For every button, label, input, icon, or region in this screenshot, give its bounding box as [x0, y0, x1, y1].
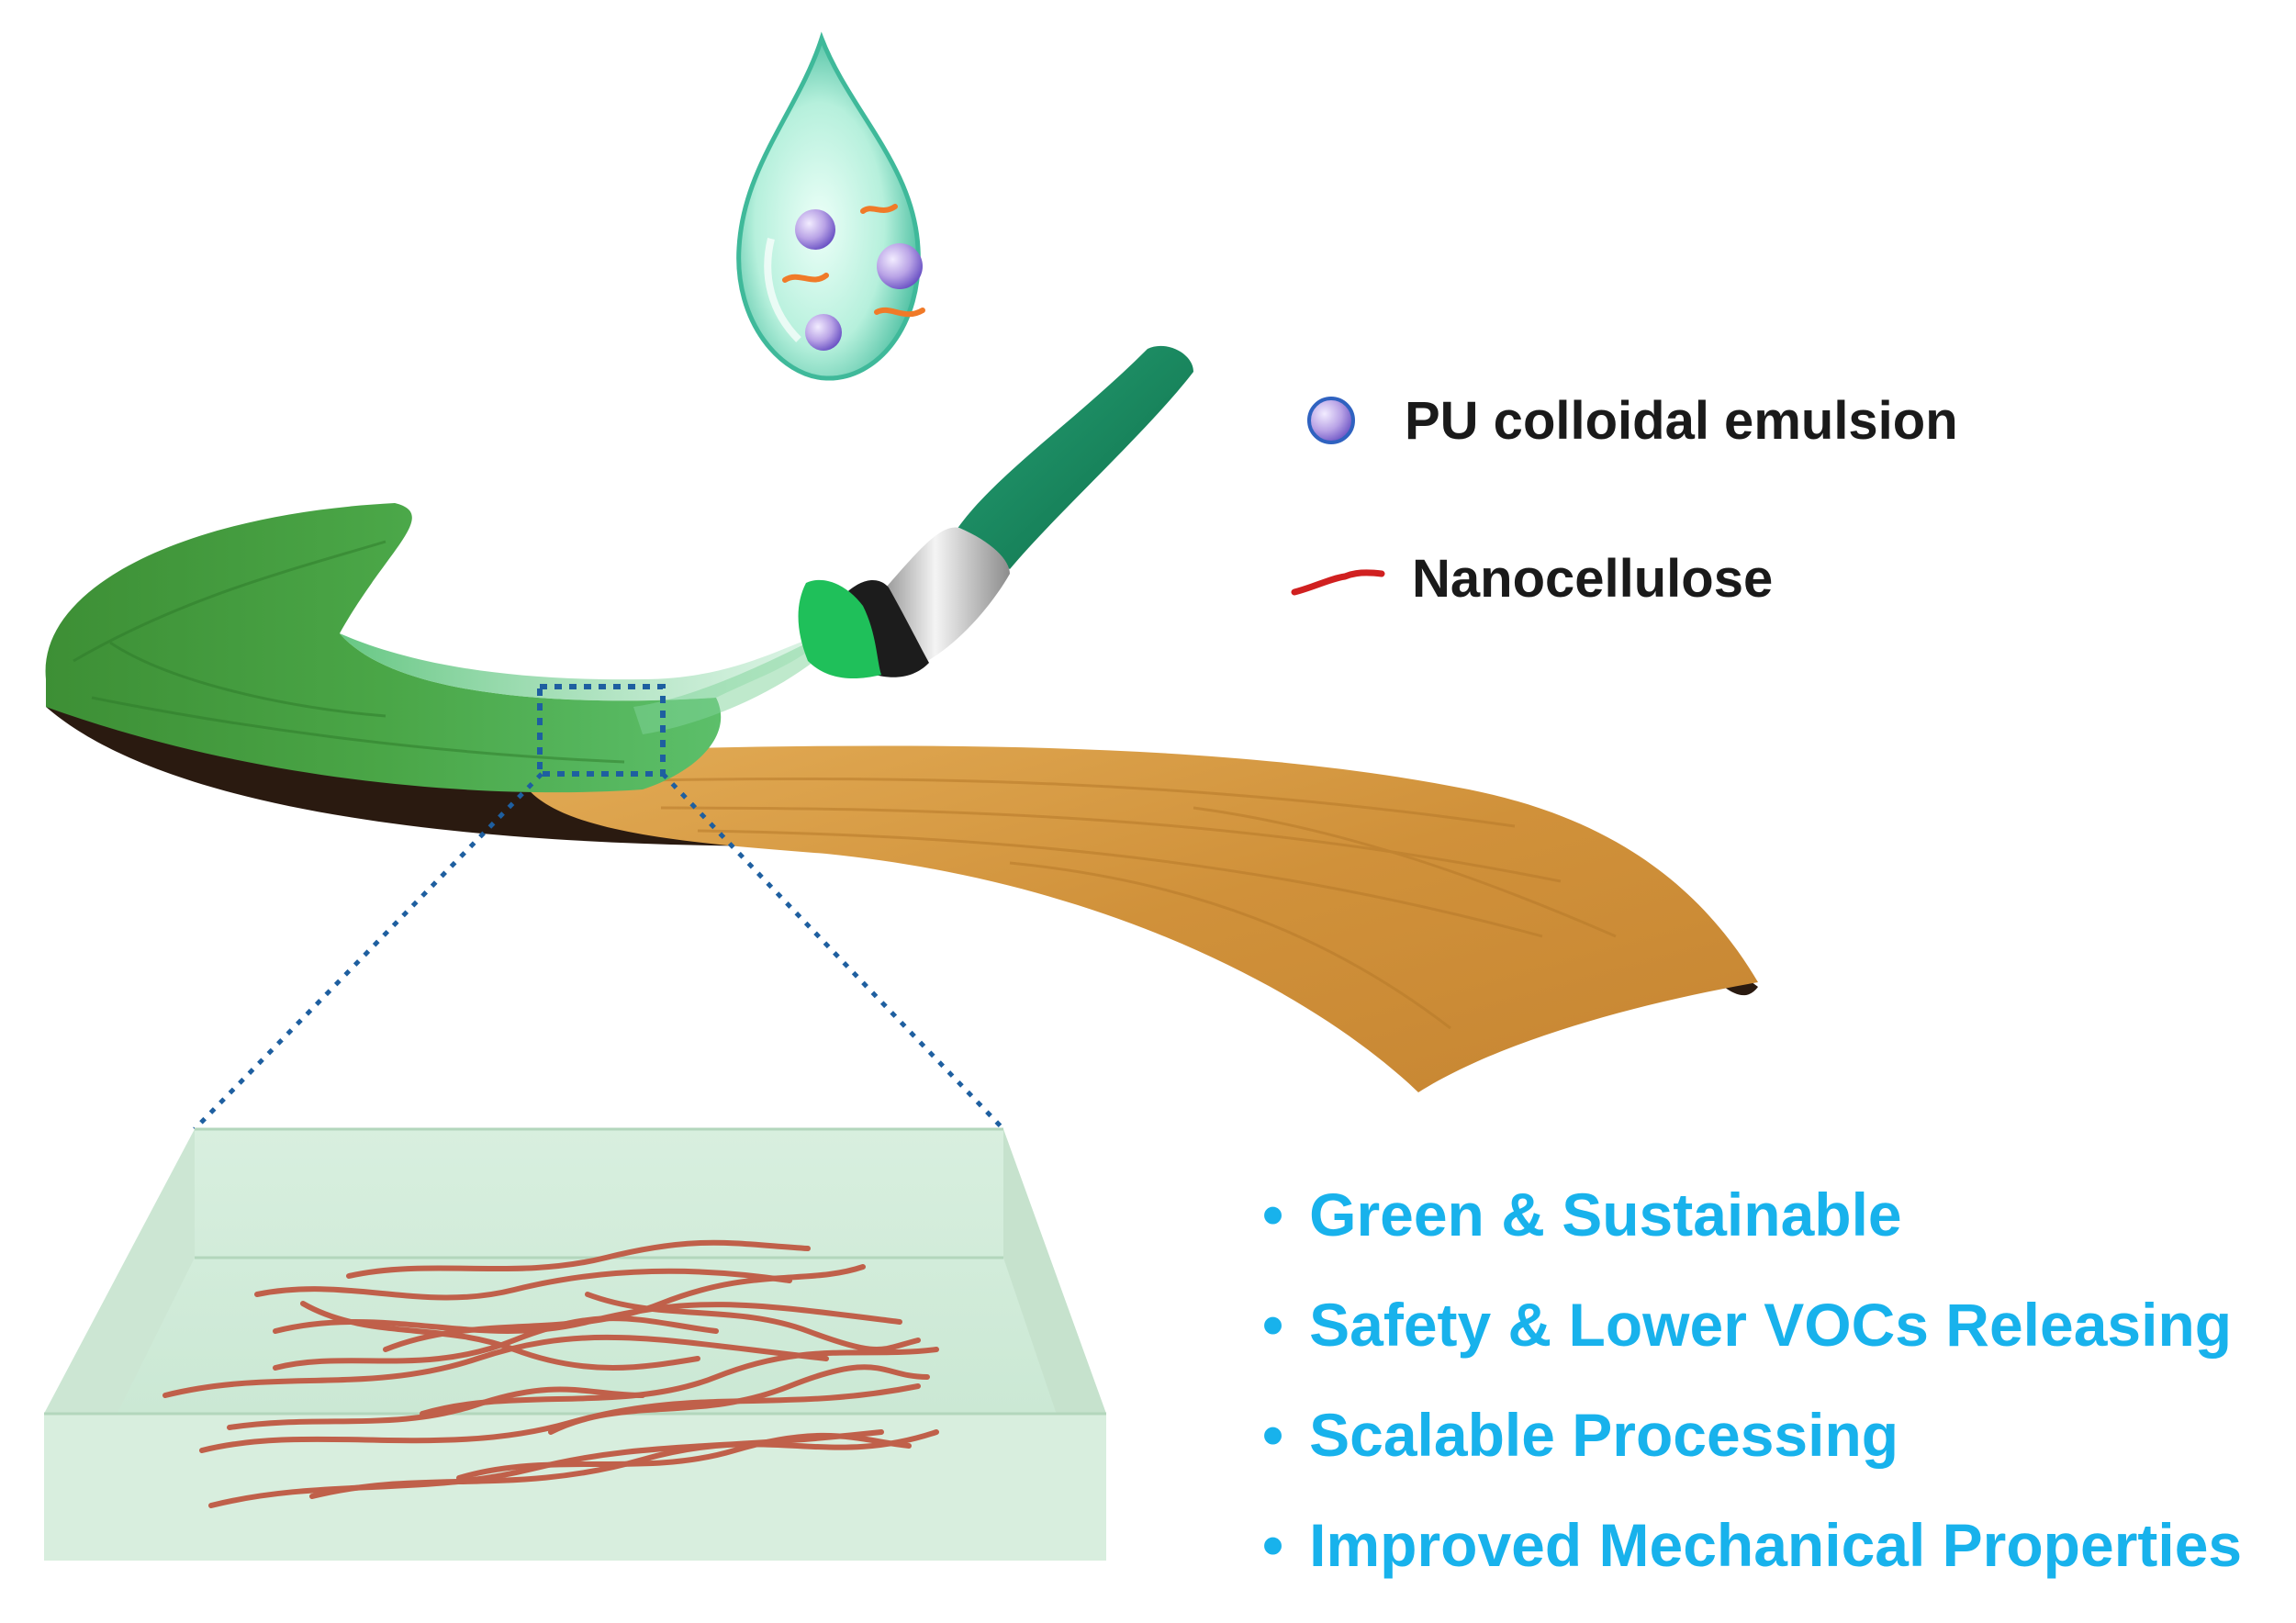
benefit-item: •Improved Mechanical Properties — [1262, 1515, 2242, 1575]
benefit-item: •Safety & Lower VOCs Releasing — [1262, 1294, 2232, 1355]
red-fiber-icon — [1291, 569, 1385, 596]
benefit-text: Improved Mechanical Properties — [1309, 1511, 2243, 1579]
benefit-text: Scalable Processing — [1309, 1401, 1899, 1469]
zoom-connector-lines — [193, 772, 1005, 1131]
bullet-icon: • — [1262, 1401, 1284, 1469]
bullet-icon: • — [1262, 1181, 1284, 1248]
magnified-film-box — [44, 1127, 1106, 1561]
legend-icons — [1291, 397, 1385, 596]
bullet-icon: • — [1262, 1511, 1284, 1579]
paint-brush — [798, 345, 1193, 679]
purple-sphere-icon — [1307, 397, 1355, 444]
benefit-text: Green & Sustainable — [1309, 1181, 1902, 1248]
nanofiber-network — [162, 1239, 939, 1508]
pu-particle — [805, 314, 842, 351]
legend-label-pu-emulsion: PU colloidal emulsion — [1405, 391, 1958, 451]
benefit-item: •Scalable Processing — [1262, 1405, 1898, 1465]
pu-particle — [877, 243, 923, 289]
pu-particle — [795, 209, 835, 250]
emulsion-droplet — [736, 31, 925, 381]
legend-label-nanocellulose: Nanocellulose — [1412, 549, 1774, 609]
benefit-item: • Green & Sustainable — [1262, 1184, 1902, 1245]
wood-veneer-strip — [45, 503, 1758, 1092]
benefit-text: Safety & Lower VOCs Releasing — [1309, 1291, 2233, 1359]
bullet-icon: • — [1262, 1291, 1284, 1359]
wood-uncoated — [514, 745, 1758, 1092]
zoom-region-marker — [537, 684, 666, 777]
